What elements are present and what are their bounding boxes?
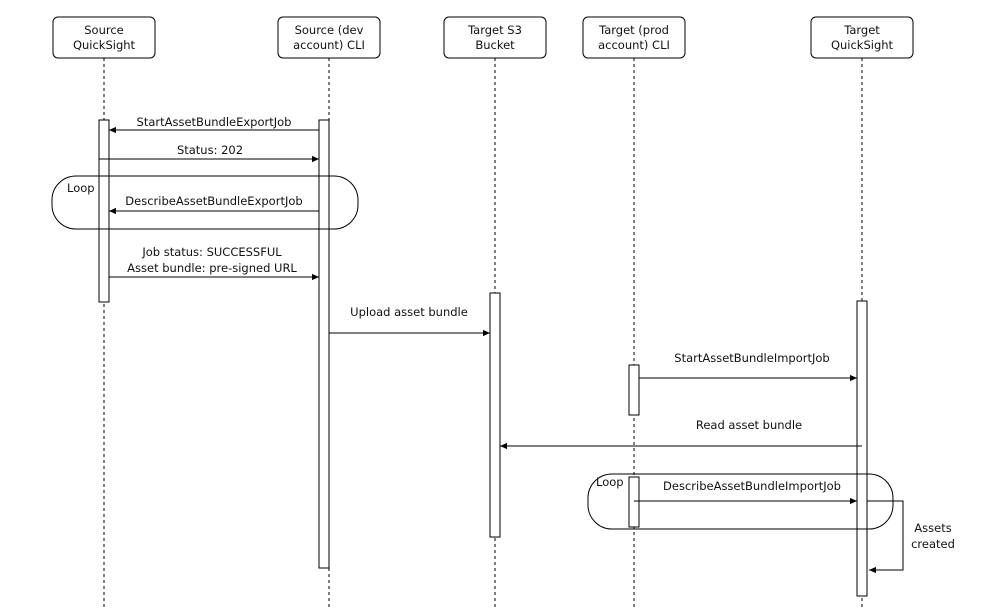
label-status-202: Status: 202 — [177, 143, 243, 157]
export-loop-label: Loop — [67, 181, 95, 195]
label-start-export: StartAssetBundleExportJob — [137, 115, 292, 129]
label-start-import: StartAssetBundleImportJob — [674, 351, 829, 365]
label-upload-bundle: Upload asset bundle — [350, 305, 468, 319]
participant-label-line: QuickSight — [73, 38, 136, 52]
label-read-bundle: Read asset bundle — [696, 418, 802, 432]
participant-target-s3: Target S3 Bucket — [443, 16, 547, 59]
label-asset-bundle-url: Asset bundle: pre-signed URL — [127, 261, 297, 275]
participant-target-cli: Target (prod account) CLI — [582, 16, 686, 59]
participant-label-line: account) CLI — [293, 38, 365, 52]
label-describe-export: DescribeAssetBundleExportJob — [125, 194, 302, 208]
label-assets-created-line2: created — [911, 537, 955, 551]
arrow-assets-created-self — [867, 500, 904, 574]
message-arrows — [99, 126, 904, 574]
participant-target-quicksight: Target QuickSight — [810, 16, 914, 59]
import-loop-label: Loop — [596, 475, 624, 489]
participant-label-line: Target S3 — [467, 23, 522, 37]
participant-label-line: Source — [84, 23, 124, 37]
activations — [98, 119, 868, 597]
label-job-status: Job status: SUCCESSFUL — [141, 245, 282, 259]
participant-label-line: Source (dev — [295, 23, 364, 37]
activation-target-s3 — [489, 292, 501, 538]
participant-label-line: Target — [843, 23, 880, 37]
activation-source-cli — [318, 119, 330, 569]
label-assets-created-line1: Assets — [914, 521, 951, 535]
participant-label-line: Target (prod — [598, 23, 669, 37]
activation-target-quicksight — [856, 300, 868, 597]
participant-source-cli: Source (dev account) CLI — [277, 16, 381, 59]
export-loop-frame — [51, 175, 359, 230]
label-describe-import: DescribeAssetBundleImportJob — [663, 479, 841, 493]
activation-target-cli-start — [628, 364, 640, 416]
activation-source-quicksight — [98, 119, 110, 303]
participant-label-line: account) CLI — [598, 38, 670, 52]
participant-source-quicksight: Source QuickSight — [52, 16, 156, 59]
participant-label-line: Bucket — [475, 38, 515, 52]
participant-label-line: QuickSight — [831, 38, 894, 52]
activation-target-cli-loop — [628, 476, 640, 528]
